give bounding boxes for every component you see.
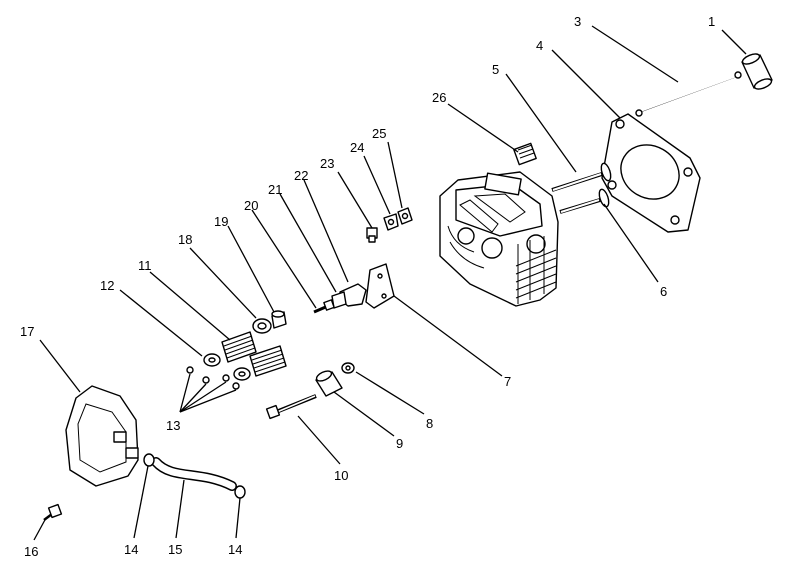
callout-14-right: 14 [228,542,242,557]
part-23-bolt [366,227,378,243]
callout-21: 21 [268,182,282,197]
callout-6: 6 [660,284,667,299]
part-5-intake-valve [551,162,612,192]
callout-19: 19 [214,214,228,229]
part-6-exhaust-valve [559,188,610,214]
callout-26: 26 [432,90,446,105]
callout-12: 12 [100,278,114,293]
callout-23: 23 [320,156,334,171]
part-25-rocker [397,207,413,225]
callout-15: 15 [168,542,182,557]
callout-7: 7 [504,374,511,389]
callout-1: 1 [708,14,715,29]
callout-8: 8 [426,416,433,431]
part-15-breather-tube [151,457,237,491]
part-26-spark-plug [513,142,537,166]
part-20-screw [313,299,335,314]
part-14-hose-clamp-right [234,485,246,499]
part-3-push-rod [635,71,742,117]
callout-13: 13 [166,418,180,433]
callout-20: 20 [244,198,258,213]
part-8-washer [341,362,355,374]
cylinder-head [439,171,559,307]
part-10-bolt [265,394,317,420]
part-9-spacer [315,370,343,397]
part-1-tappet [741,53,773,90]
callout-3: 3 [574,14,581,29]
callout-numbers: 1 3 4 5 26 25 24 23 22 21 20 19 18 11 12… [20,14,715,559]
part-16-screw [43,503,63,521]
callout-24: 24 [350,140,364,155]
callout-9: 9 [396,436,403,451]
callout-18: 18 [178,232,192,247]
part-11-valve-spring-upper [221,331,257,363]
leader-lines [33,25,747,541]
part-18-retainer [252,318,272,334]
part-7-rocker-plate [365,263,395,309]
part-24-rocker [383,213,399,231]
callout-4: 4 [536,38,543,53]
part-14-hose-clamp-left [143,453,155,467]
callout-5: 5 [492,62,499,77]
callout-14-left: 14 [124,542,138,557]
part-11-valve-spring-lower [249,345,287,377]
callout-11: 11 [138,258,152,273]
callout-22: 22 [294,168,308,183]
callout-10: 10 [334,468,348,483]
part-12-spring-seat [203,353,251,381]
part-17-valve-cover [65,385,139,487]
callout-25: 25 [372,126,386,141]
callout-16: 16 [24,544,38,559]
part-13-valve-keepers [186,366,240,390]
callout-17: 17 [20,324,34,339]
part-19-retainer-cap [271,310,287,329]
part-4-head-gasket [601,113,701,233]
